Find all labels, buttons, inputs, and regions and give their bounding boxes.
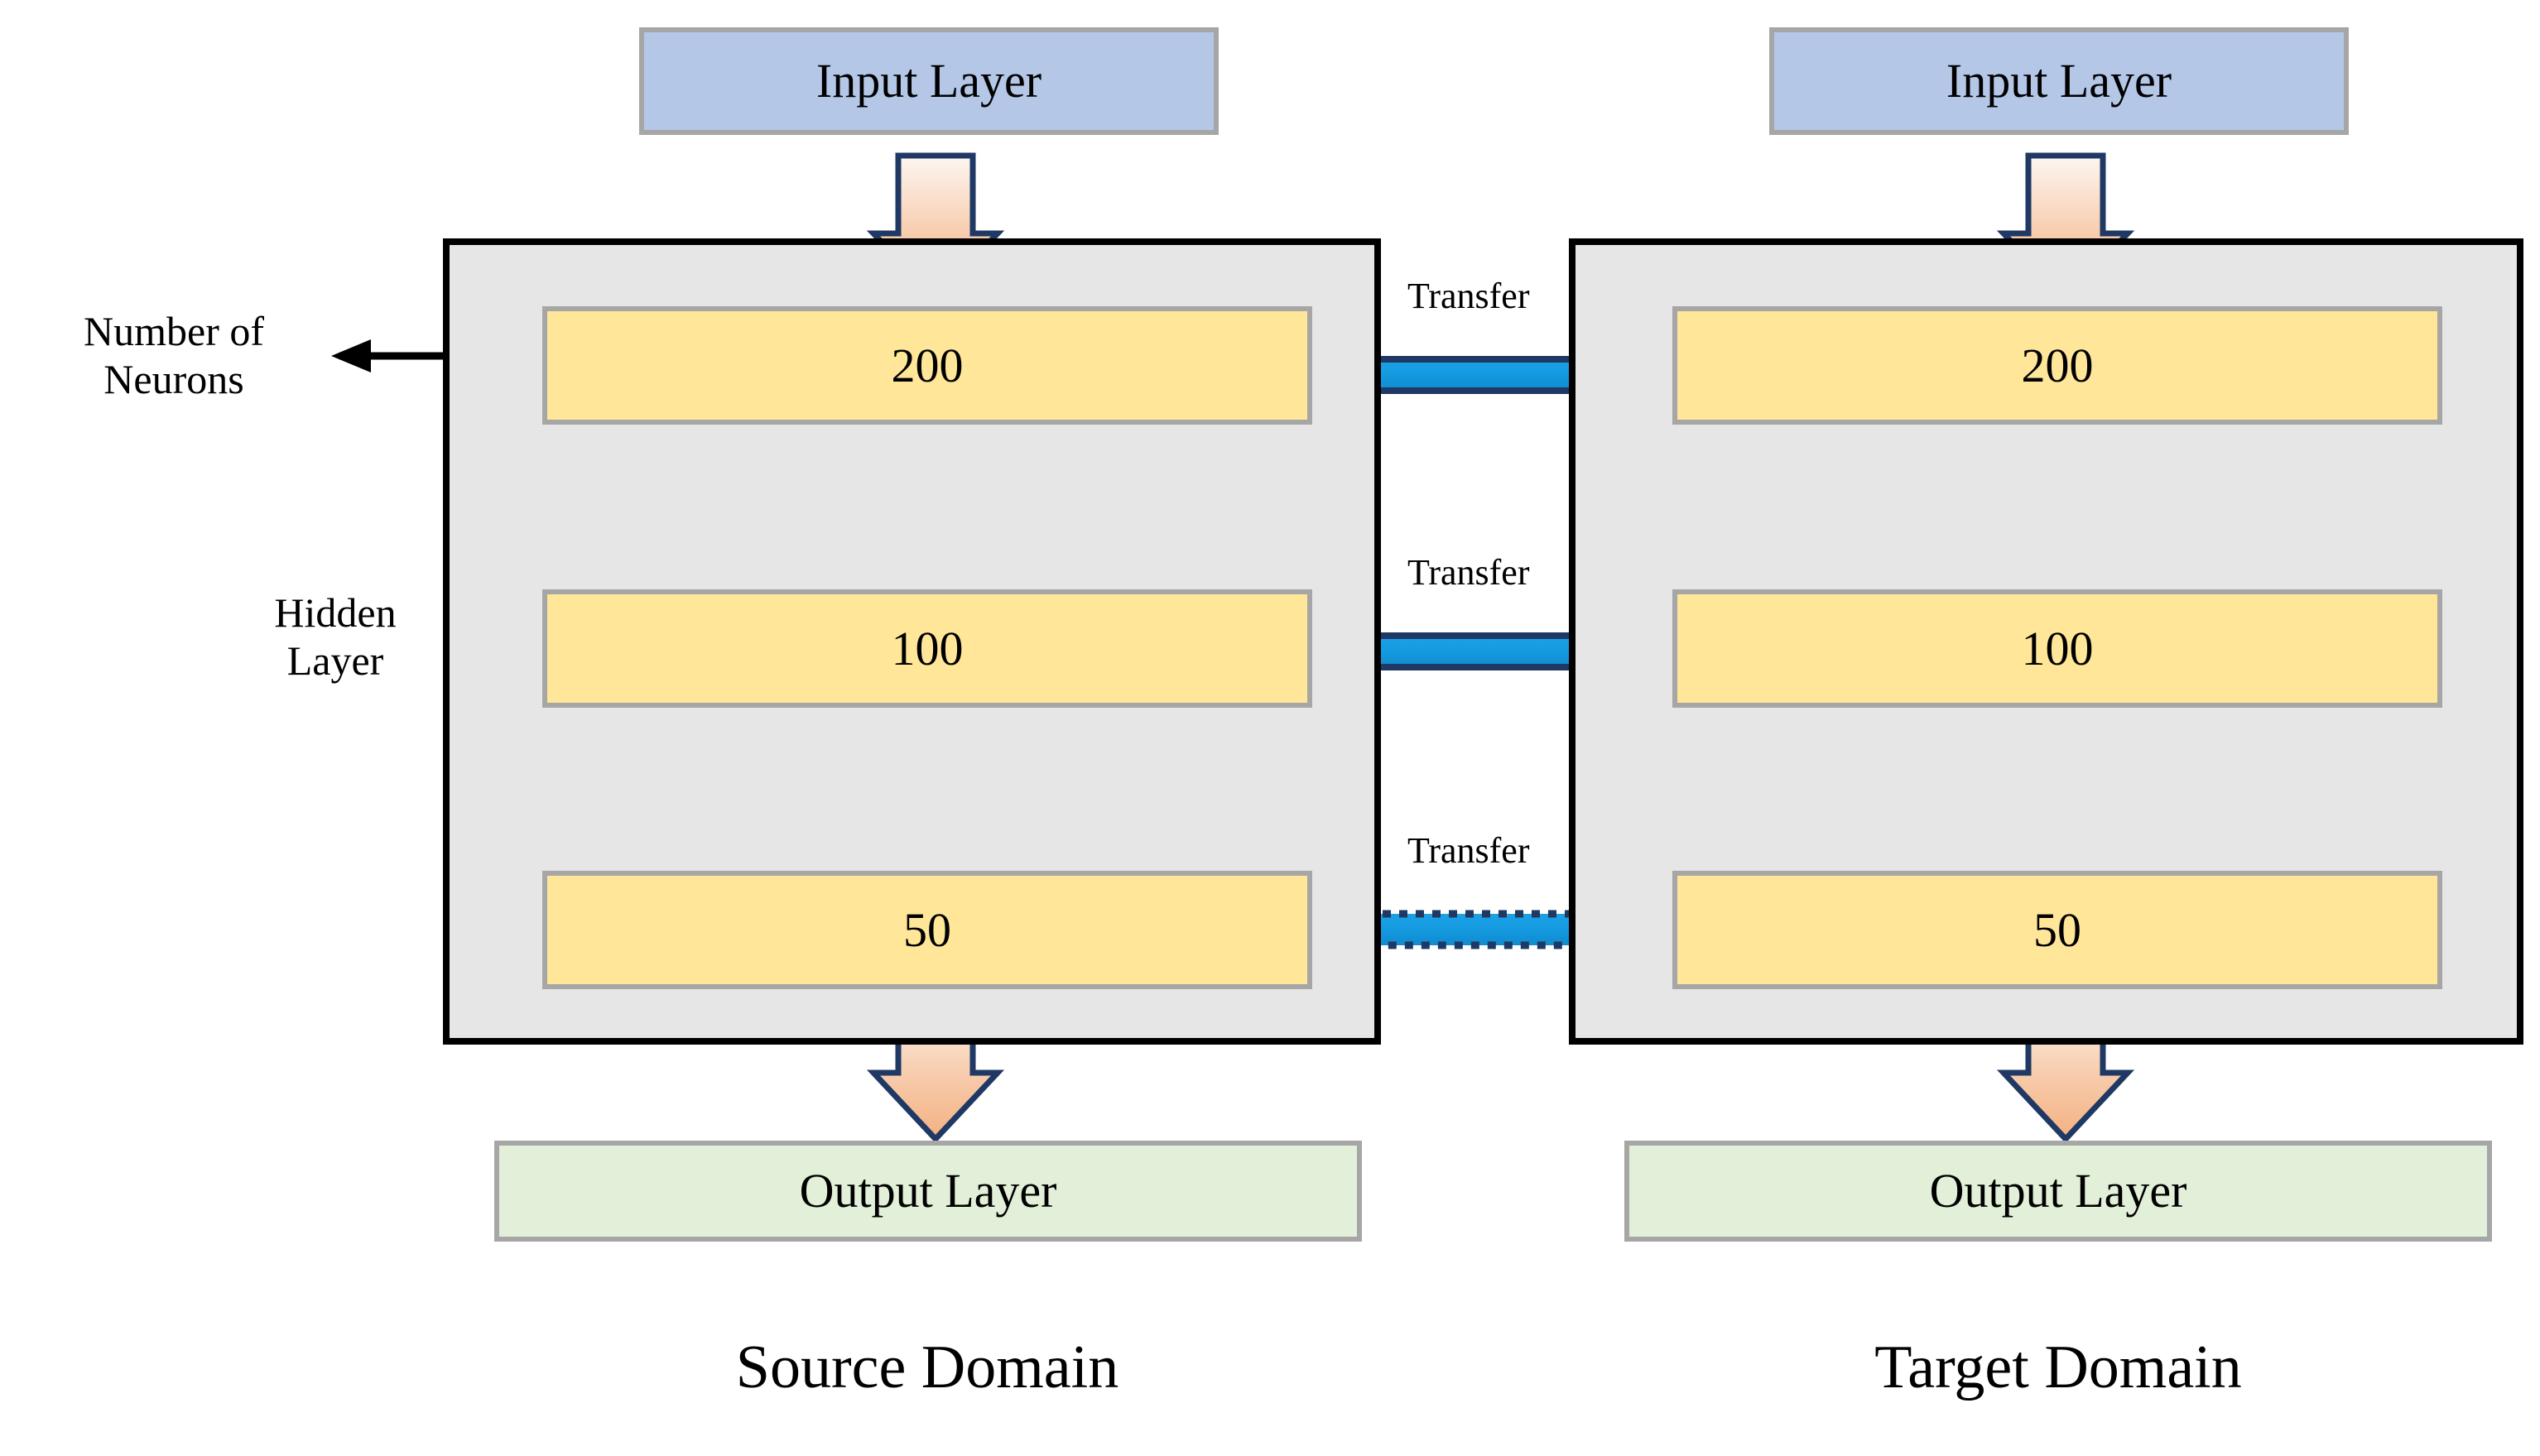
- source-hidden-layer-2-label: 100: [891, 621, 964, 675]
- source-input-layer-label: Input Layer: [815, 54, 1042, 108]
- source-output-layer-box[interactable]: Output Layer: [494, 1141, 1362, 1242]
- source-input-layer-box[interactable]: Input Layer: [639, 27, 1219, 135]
- target-hidden-layer-1-box[interactable]: 200: [1672, 306, 2442, 425]
- source-hidden-layer-2-box[interactable]: 100: [542, 589, 1312, 708]
- target-output-layer-box[interactable]: Output Layer: [1624, 1141, 2492, 1242]
- transfer-label-1: Transfer: [1407, 276, 1530, 316]
- target-output-layer-label: Output Layer: [1929, 1164, 2187, 1218]
- source-hidden-layer-1-box[interactable]: 200: [542, 306, 1312, 425]
- transfer-label-3: Transfer: [1407, 830, 1530, 871]
- transfer-label-2: Transfer: [1407, 552, 1530, 593]
- source-hidden-layer-3-label: 50: [903, 902, 951, 957]
- target-hidden-layer-2-label: 100: [2021, 621, 2094, 675]
- source-hidden-layer-3-box[interactable]: 50: [542, 871, 1312, 989]
- target-hidden-layer-2-box[interactable]: 100: [1672, 589, 2442, 708]
- target-domain-caption: Target Domain: [1874, 1333, 2242, 1401]
- source-output-layer-label: Output Layer: [799, 1164, 1057, 1218]
- target-hidden-layer-3-label: 50: [2033, 902, 2081, 957]
- source-domain-caption: Source Domain: [735, 1333, 1119, 1401]
- target-hidden-layer-3-box[interactable]: 50: [1672, 871, 2442, 989]
- source-hidden-layer-1-label: 200: [891, 338, 964, 392]
- target-input-layer-box[interactable]: Input Layer: [1769, 27, 2349, 135]
- number-of-neurons-annotation: Number of Neurons: [84, 308, 264, 402]
- target-hidden-layer-1-label: 200: [2021, 338, 2094, 392]
- hidden-layer-annotation: Hidden Layer: [274, 589, 397, 684]
- target-input-layer-label: Input Layer: [1946, 54, 2172, 108]
